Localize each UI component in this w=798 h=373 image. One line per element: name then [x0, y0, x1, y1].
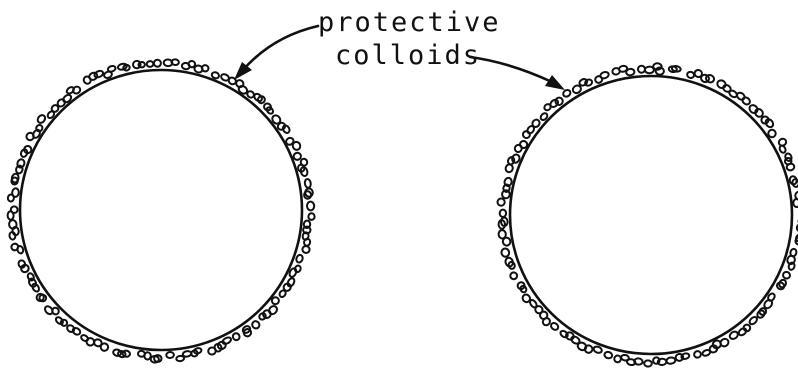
- right-colloid-85: [656, 67, 665, 75]
- right-colloid-33: [604, 351, 613, 359]
- left-colloid-94: [201, 64, 209, 72]
- right-colloid-110: [793, 199, 798, 208]
- left-colloid-layer: [7, 59, 314, 363]
- right-colloid-layer: [497, 63, 798, 367]
- right-colloid-66: [522, 130, 532, 140]
- left-colloid-80: [94, 70, 105, 79]
- right-colloid-57: [497, 198, 505, 206]
- right-colloid-103: [779, 145, 787, 154]
- right-colloid-39: [559, 330, 569, 339]
- right-particle: [497, 63, 798, 367]
- arrow-left: [234, 26, 318, 80]
- left-colloid-116: [304, 191, 312, 199]
- left-colloid-71: [36, 114, 46, 125]
- left-colloid-14: [261, 309, 272, 320]
- left-colloid-117: [307, 201, 315, 210]
- left-colloid-113: [300, 166, 309, 176]
- right-colloid-27: [653, 357, 660, 364]
- left-colloid-52: [17, 259, 26, 268]
- right-colloid-14: [748, 316, 758, 326]
- left-colloid-19: [232, 332, 241, 341]
- right-colloid-34: [593, 345, 603, 353]
- left-colloid-27: [176, 355, 184, 361]
- right-colloid-77: [594, 75, 603, 84]
- arrow-right: [470, 57, 565, 90]
- right-colloid-72: [554, 96, 564, 106]
- right-colloid-88: [686, 71, 694, 79]
- left-colloid-5: [302, 245, 311, 253]
- right-colloid-31: [621, 354, 630, 361]
- right-colloid-81: [626, 68, 635, 75]
- left-colloid-114: [304, 179, 311, 189]
- right-colloid-95: [736, 91, 746, 101]
- left-colloid-39: [80, 334, 89, 342]
- right-colloid-40: [550, 322, 560, 332]
- left-colloid-65: [16, 158, 25, 168]
- right-colloid-51: [501, 248, 510, 258]
- left-colloid-86: [138, 62, 145, 68]
- right-colloid-60: [504, 177, 513, 187]
- right-colloid-32: [614, 355, 622, 363]
- right-colloid-62: [507, 156, 515, 165]
- right-colloid-53: [498, 230, 506, 239]
- left-colloid-0: [308, 213, 315, 220]
- right-colloid-25: [666, 357, 676, 364]
- left-colloid-50: [27, 272, 35, 281]
- left-colloid-20: [222, 336, 232, 345]
- right-colloid-56: [500, 210, 507, 218]
- right-colloid-71: [549, 98, 559, 108]
- left-colloid-95: [211, 71, 220, 79]
- right-colloid-100: [764, 118, 774, 129]
- left-colloid-90: [171, 59, 179, 65]
- right-colloid-7: [782, 271, 791, 280]
- left-colloid-35: [112, 349, 121, 357]
- right-colloid-96: [741, 96, 751, 106]
- right-colloid-24: [675, 353, 684, 361]
- left-colloid-87: [147, 61, 154, 67]
- left-particle: [7, 59, 314, 363]
- left-colloid-11: [278, 289, 287, 298]
- label-protective: protective: [318, 7, 501, 38]
- right-colloid-48: [509, 271, 518, 280]
- left-colloid-82: [107, 65, 116, 73]
- right-colloid-22: [693, 350, 701, 358]
- left-colloid-32: [138, 350, 146, 357]
- right-colloid-28: [644, 360, 652, 366]
- right-colloid-73: [562, 89, 572, 98]
- left-colloid-45: [43, 305, 54, 316]
- right-colloid-43: [534, 305, 544, 315]
- right-colloid-16: [737, 327, 747, 337]
- left-colloid-16: [251, 320, 261, 330]
- left-particle-outline: [20, 70, 302, 350]
- left-colloid-61: [12, 188, 20, 197]
- label-colloids: colloids: [335, 40, 481, 71]
- right-colloid-21: [702, 349, 711, 357]
- right-particle-outline: [510, 76, 792, 354]
- left-colloid-107: [282, 124, 291, 134]
- right-colloid-78: [599, 71, 609, 79]
- left-colloid-43: [55, 316, 65, 325]
- left-colloid-23: [207, 346, 217, 355]
- left-colloid-4: [303, 238, 310, 246]
- left-colloid-28: [166, 352, 174, 359]
- left-colloid-54: [11, 243, 19, 251]
- left-colloid-88: [154, 60, 161, 67]
- left-colloid-15: [258, 312, 267, 321]
- left-colloid-6: [295, 254, 303, 263]
- left-colloid-59: [11, 206, 18, 213]
